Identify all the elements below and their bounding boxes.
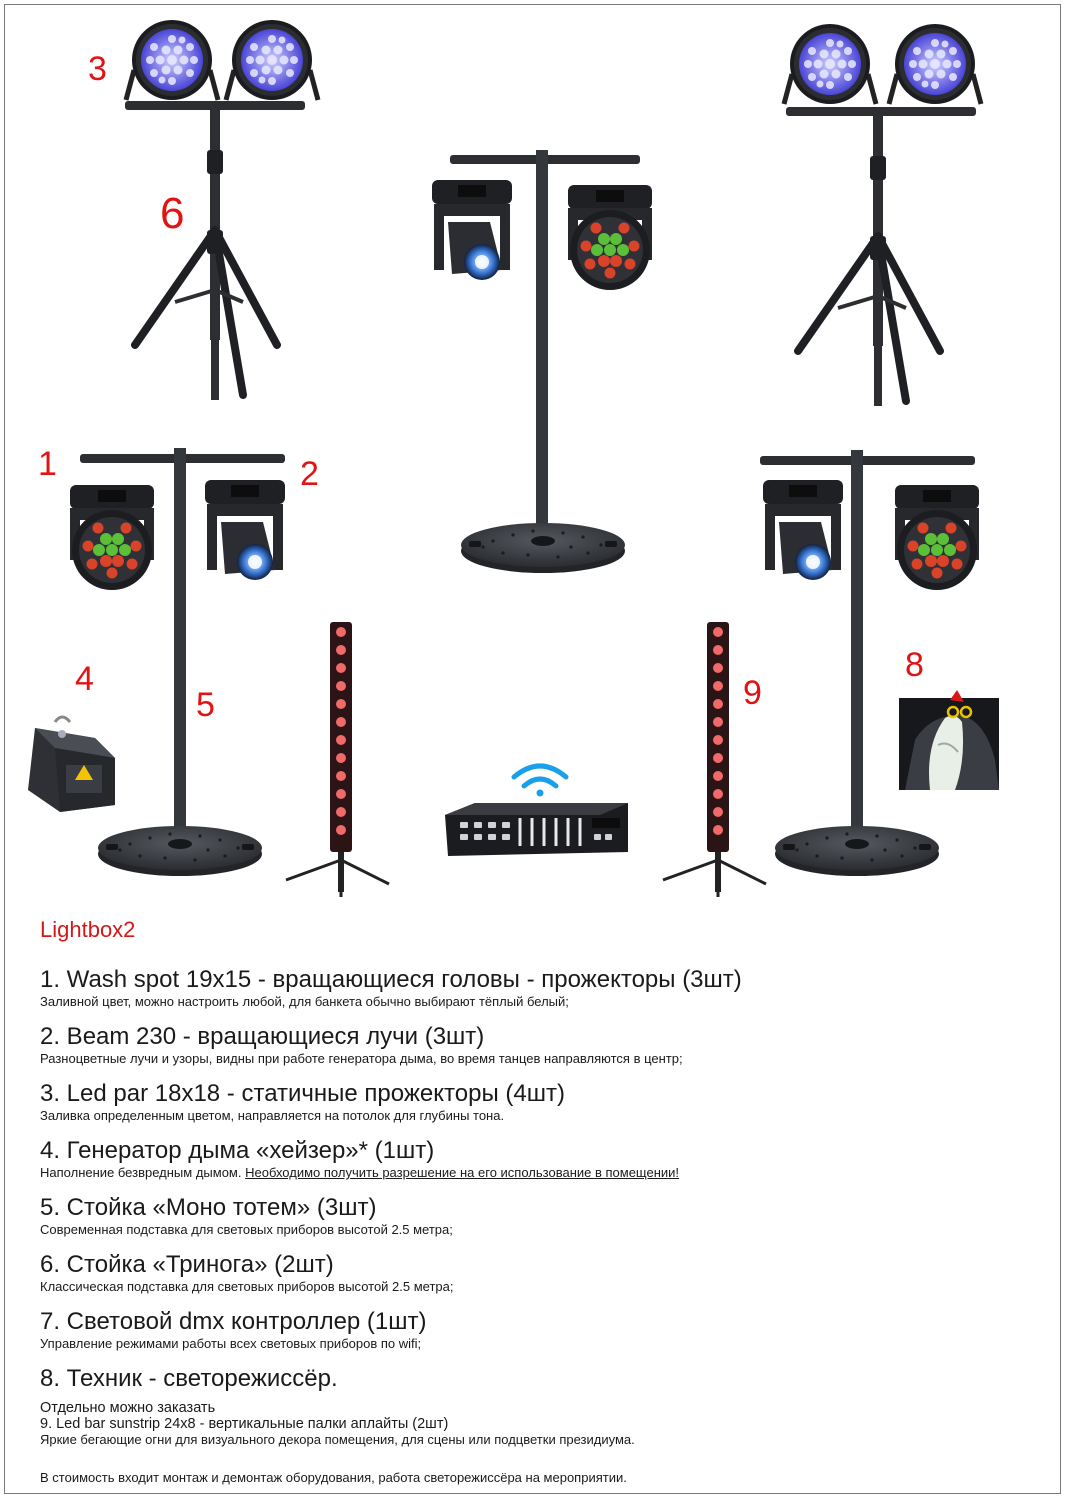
- list-item: 6. Стойка «Тринога» (2шт) Классическая п…: [40, 1251, 1050, 1294]
- beam-moving-head: [763, 480, 843, 580]
- item-desc: Заливка определенным цветом, направляетс…: [40, 1108, 505, 1123]
- monototem-stand-center: [450, 150, 640, 573]
- marker-5: 5: [196, 686, 215, 724]
- page-frame: [4, 4, 1061, 1494]
- marker-8: 8: [905, 646, 924, 684]
- led-par-fixture: [126, 20, 218, 100]
- beam-moving-head: [432, 180, 512, 280]
- item-desc-text: Наполнение безвредным дымом.: [40, 1165, 246, 1180]
- marker-2: 2: [300, 455, 319, 493]
- item-title: 8. Техник - светорежиссёр.: [40, 1365, 338, 1392]
- led-par-fixture: [784, 24, 876, 104]
- led-par-fixture: [226, 20, 318, 100]
- item-title: 5. Стойка «Моно тотем» (3шт): [40, 1194, 377, 1221]
- technician-avatar: [899, 690, 999, 790]
- item-desc: Современная подставка для световых прибо…: [40, 1222, 453, 1237]
- marker-3: 3: [88, 50, 107, 88]
- marker-6: 6: [160, 189, 185, 238]
- item-desc: Наполнение безвредным дымом. Необходимо …: [40, 1165, 1050, 1180]
- item-title: 2. Beam 230 - вращающиеся лучи (3шт): [40, 1023, 485, 1050]
- list-item: 4. Генератор дыма «хейзер»* (1шт) Наполн…: [40, 1137, 1050, 1180]
- optional-desc: Яркие бегающие огни для визуального деко…: [40, 1432, 635, 1447]
- item-desc: Заливной цвет, можно настроить любой, дл…: [40, 994, 569, 1009]
- item-desc: Управление режимами работы всех световых…: [40, 1336, 422, 1351]
- list-item: 1. Wash spot 19x15 - вращающиеся головы …: [40, 966, 1050, 1009]
- haze-machine: [28, 715, 115, 812]
- footer-note: В стоимость входит монтаж и демонтаж обо…: [40, 1470, 627, 1485]
- marker-1: 1: [38, 445, 57, 483]
- equipment-list: 1. Wash spot 19x15 - вращающиеся головы …: [40, 966, 1050, 1407]
- led-bar-right: [661, 620, 768, 899]
- list-item: 2. Beam 230 - вращающиеся лучи (3шт) Раз…: [40, 1023, 1050, 1066]
- item-desc: Классическая подставка для световых приб…: [40, 1279, 454, 1294]
- beam-moving-head: [205, 480, 285, 580]
- list-item: 3. Led par 18x18 - статичные прожекторы …: [40, 1080, 1050, 1123]
- tripod-stand-left: [125, 101, 305, 400]
- item-title: 1. Wash spot 19x15 - вращающиеся головы …: [40, 966, 742, 993]
- led-par-fixture: [889, 24, 981, 104]
- wash-moving-head: [895, 485, 979, 590]
- wash-moving-head: [70, 485, 154, 590]
- monototem-stand-left: [80, 448, 285, 876]
- marker-4: 4: [75, 660, 94, 698]
- optional-section: Отдельно можно заказать 9. Led bar sunst…: [40, 1400, 1050, 1447]
- wash-moving-head: [568, 185, 652, 290]
- optional-item: 9. Led bar sunstrip 24x8 - вертикальные …: [40, 1416, 449, 1432]
- item-title: 4. Генератор дыма «хейзер»* (1шт): [40, 1137, 435, 1164]
- list-item: 8. Техник - светорежиссёр.: [40, 1365, 1050, 1393]
- permission-warning: Необходимо получить разрешение на его ис…: [245, 1165, 680, 1180]
- equipment-illustration: [28, 0, 999, 899]
- list-item: 5. Стойка «Моно тотем» (3шт) Современная…: [40, 1194, 1050, 1237]
- marker-9: 9: [743, 674, 762, 712]
- tripod-stand-right: [786, 107, 976, 406]
- item-desc: Разноцветные лучи и узоры, видны при раб…: [40, 1051, 683, 1066]
- wifi-icon: [511, 763, 569, 797]
- list-item: 7. Световой dmx контроллер (1шт) Управле…: [40, 1308, 1050, 1351]
- monototem-stand-right: [760, 450, 975, 876]
- led-bar-left: [284, 620, 391, 899]
- item-title: 7. Световой dmx контроллер (1шт): [40, 1308, 427, 1335]
- brand-name: Lightbox2: [40, 917, 136, 942]
- item-title: 3. Led par 18x18 - статичные прожекторы …: [40, 1080, 565, 1107]
- item-title: 6. Стойка «Тринога» (2шт): [40, 1251, 334, 1278]
- optional-heading: Отдельно можно заказать: [40, 1400, 216, 1416]
- dmx-controller: [445, 803, 628, 856]
